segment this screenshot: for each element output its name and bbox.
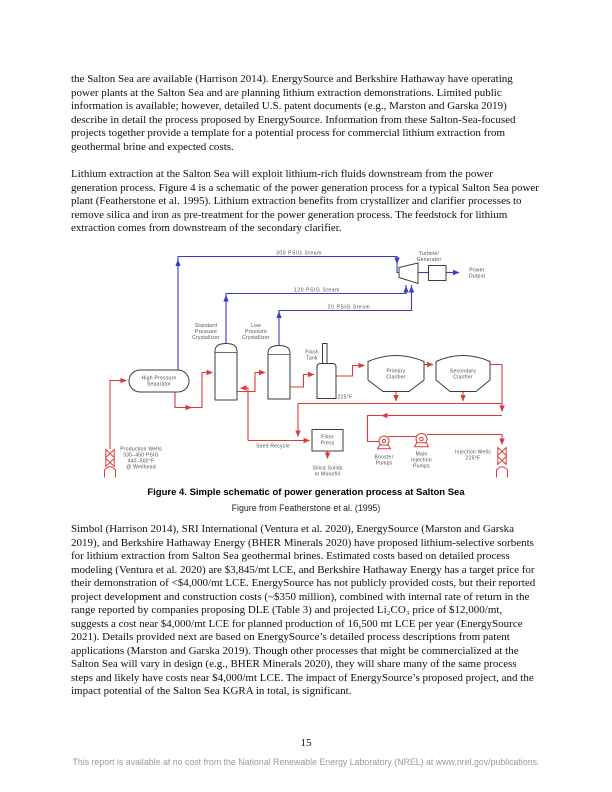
figure-credit: Figure from Featherstone et al. (1995) — [231, 503, 381, 513]
label-low-pressure-crystallizer: Pressure — [245, 329, 267, 335]
label-flash-temp: 225°F — [338, 395, 353, 401]
label-steam-20: 20 PSIG Steam — [328, 305, 371, 311]
well-fork — [496, 466, 508, 478]
label-main-injection-pumps: Main — [416, 452, 428, 458]
label-filter-press: Filter — [321, 435, 334, 441]
steam-pipe-300psig — [177, 255, 400, 370]
valve-icon — [497, 446, 507, 457]
label-main-injection-pumps: Pumps — [413, 464, 430, 470]
brine-pipe — [109, 379, 122, 449]
label-turbine-generator: Generator — [417, 257, 442, 263]
low-pressure-crystallizer-vessel — [267, 344, 291, 400]
standard-pressure-crystallizer-vessel — [214, 342, 238, 401]
equipment — [128, 262, 491, 452]
valve-icon — [497, 455, 507, 466]
label-injection-wells: Injection Wells — [455, 450, 491, 456]
label-filter-press: Press — [320, 441, 334, 447]
steam-pipe-20psig — [278, 285, 413, 346]
valve-icon — [105, 448, 115, 459]
label-booster-pumps: Pumps — [376, 461, 393, 467]
brine-pipe — [237, 371, 259, 393]
label-turbine-generator: Turbine/ — [419, 251, 440, 257]
main-injection-pump-symbol — [413, 433, 430, 448]
label-low-pressure-crystallizer: Low — [251, 323, 261, 329]
brine-pipe — [427, 433, 503, 440]
secondary-clarifier-vessel — [435, 355, 491, 392]
page-number: 15 — [300, 737, 312, 749]
footer-note: This report is available at no cost from… — [72, 757, 540, 767]
paragraph-3: Simbol (Harrison 2014), SRI Internationa… — [71, 523, 536, 697]
label-booster-pumps: Booster — [375, 455, 394, 461]
label-production-wells: 440–500°F — [128, 459, 155, 465]
label-low-pressure-crystallizer: Crystallizer — [242, 335, 270, 341]
well-fork — [104, 466, 116, 478]
label-steam-120: 120 PSIG Steam — [294, 288, 340, 294]
label-primary-clarifier: Clarifier — [386, 375, 406, 381]
high-pressure-separator-vessel — [128, 369, 190, 393]
label-power-output: Output — [469, 274, 486, 280]
label-standard-pressure-crystallizer: Crystallizer — [192, 335, 220, 341]
label-silica-solids: Silica Solids — [312, 466, 342, 472]
pump-hub — [419, 436, 424, 442]
brine-piping — [109, 361, 505, 460]
label-injection-wells: 225°F — [466, 456, 481, 462]
label-main-injection-pumps: Injection — [411, 458, 432, 464]
label-silica-solids: to Monofill — [315, 472, 341, 478]
label-production-wells: 330–450 PSIG — [123, 453, 159, 459]
injection-well-symbol — [496, 446, 508, 478]
figure-caption: Figure 4. Simple schematic of power gene… — [147, 487, 465, 498]
label-steam-300: 300 PSIG Steam — [276, 251, 322, 257]
production-well-symbol — [104, 448, 116, 478]
label-power-output: Power — [469, 268, 485, 274]
label-secondary-clarifier: Clarifier — [453, 375, 473, 381]
label-primary-clarifier: Primary — [387, 369, 406, 375]
label-flash-tank: Flash — [305, 350, 318, 356]
generator-box — [428, 265, 447, 281]
brine-pipe — [290, 373, 308, 388]
brine-pipe — [490, 363, 503, 405]
turbine-symbol — [398, 262, 419, 285]
brine-pipe — [336, 364, 359, 377]
label-secondary-clarifier: Secondary — [450, 369, 476, 375]
paragraph-2: Lithium extraction at the Salton Sea wil… — [71, 168, 539, 234]
pump-base — [376, 444, 392, 450]
label-production-wells: @ Wellhead — [126, 465, 156, 471]
label-high-pressure-separator: Separator — [147, 382, 171, 388]
booster-pump-symbol — [376, 435, 392, 450]
flash-tank-vessel — [316, 363, 337, 399]
diagram-labels: 300 PSIG Steam 120 PSIG Steam 20 PSIG St… — [120, 251, 491, 478]
label-seed-recycle: Seed Recycle — [256, 444, 290, 450]
flash-tank-neck — [322, 343, 328, 364]
label-production-wells: Production Wells — [120, 447, 162, 453]
pump-hub — [381, 438, 387, 444]
paragraph-1: the Salton Sea are available (Harrison 2… — [71, 73, 516, 153]
brine-pipe — [366, 414, 502, 443]
label-high-pressure-separator: High Pressure — [142, 376, 177, 382]
valve-icon — [105, 457, 115, 468]
steam-piping — [175, 255, 460, 370]
primary-clarifier-vessel — [367, 355, 425, 392]
label-standard-pressure-crystallizer: Standard — [195, 323, 217, 329]
label-flash-tank: Tank — [306, 356, 318, 362]
brine-pipe — [244, 387, 249, 441]
label-standard-pressure-crystallizer: Pressure — [195, 329, 217, 335]
pump-base — [413, 442, 430, 448]
figure-4-diagram: 300 PSIG Steam 120 PSIG Steam 20 PSIG St… — [104, 251, 508, 478]
brine-pipe — [174, 371, 207, 409]
filter-press-box — [311, 429, 344, 452]
